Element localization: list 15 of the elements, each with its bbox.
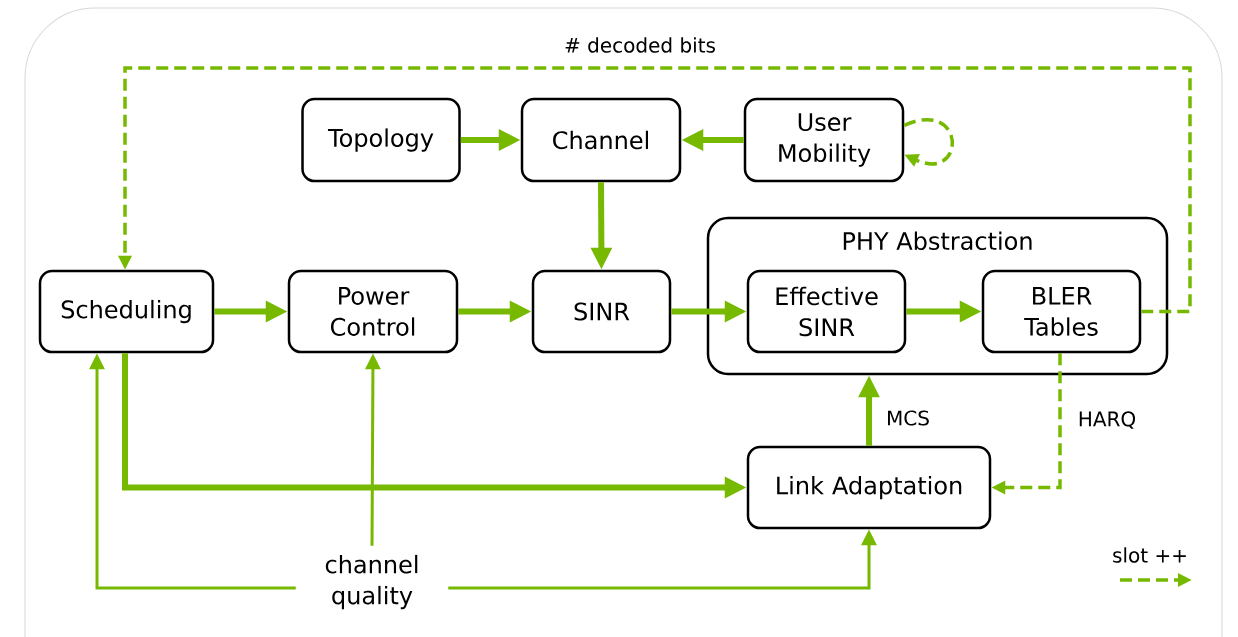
process-box: Scheduling (38, 269, 215, 354)
arrow (903, 118, 954, 167)
process-box: Channel (520, 97, 682, 183)
process-box: User Mobility (743, 97, 905, 183)
edge-label: MCS (884, 409, 932, 427)
edge-label: # decoded bits (562, 35, 718, 55)
process-box: Topology (301, 97, 461, 183)
process-box: Power Control (287, 269, 459, 354)
edge-label: HARQ (1076, 409, 1138, 431)
legend-text: slot ++ (1113, 547, 1186, 563)
process-box: Effective SINR (746, 269, 907, 354)
process-box: Link Adaptation (746, 445, 992, 530)
process-box: SINR (531, 269, 672, 354)
text-label: channel quality (325, 554, 418, 610)
process-box: BLER Tables (981, 269, 1142, 354)
